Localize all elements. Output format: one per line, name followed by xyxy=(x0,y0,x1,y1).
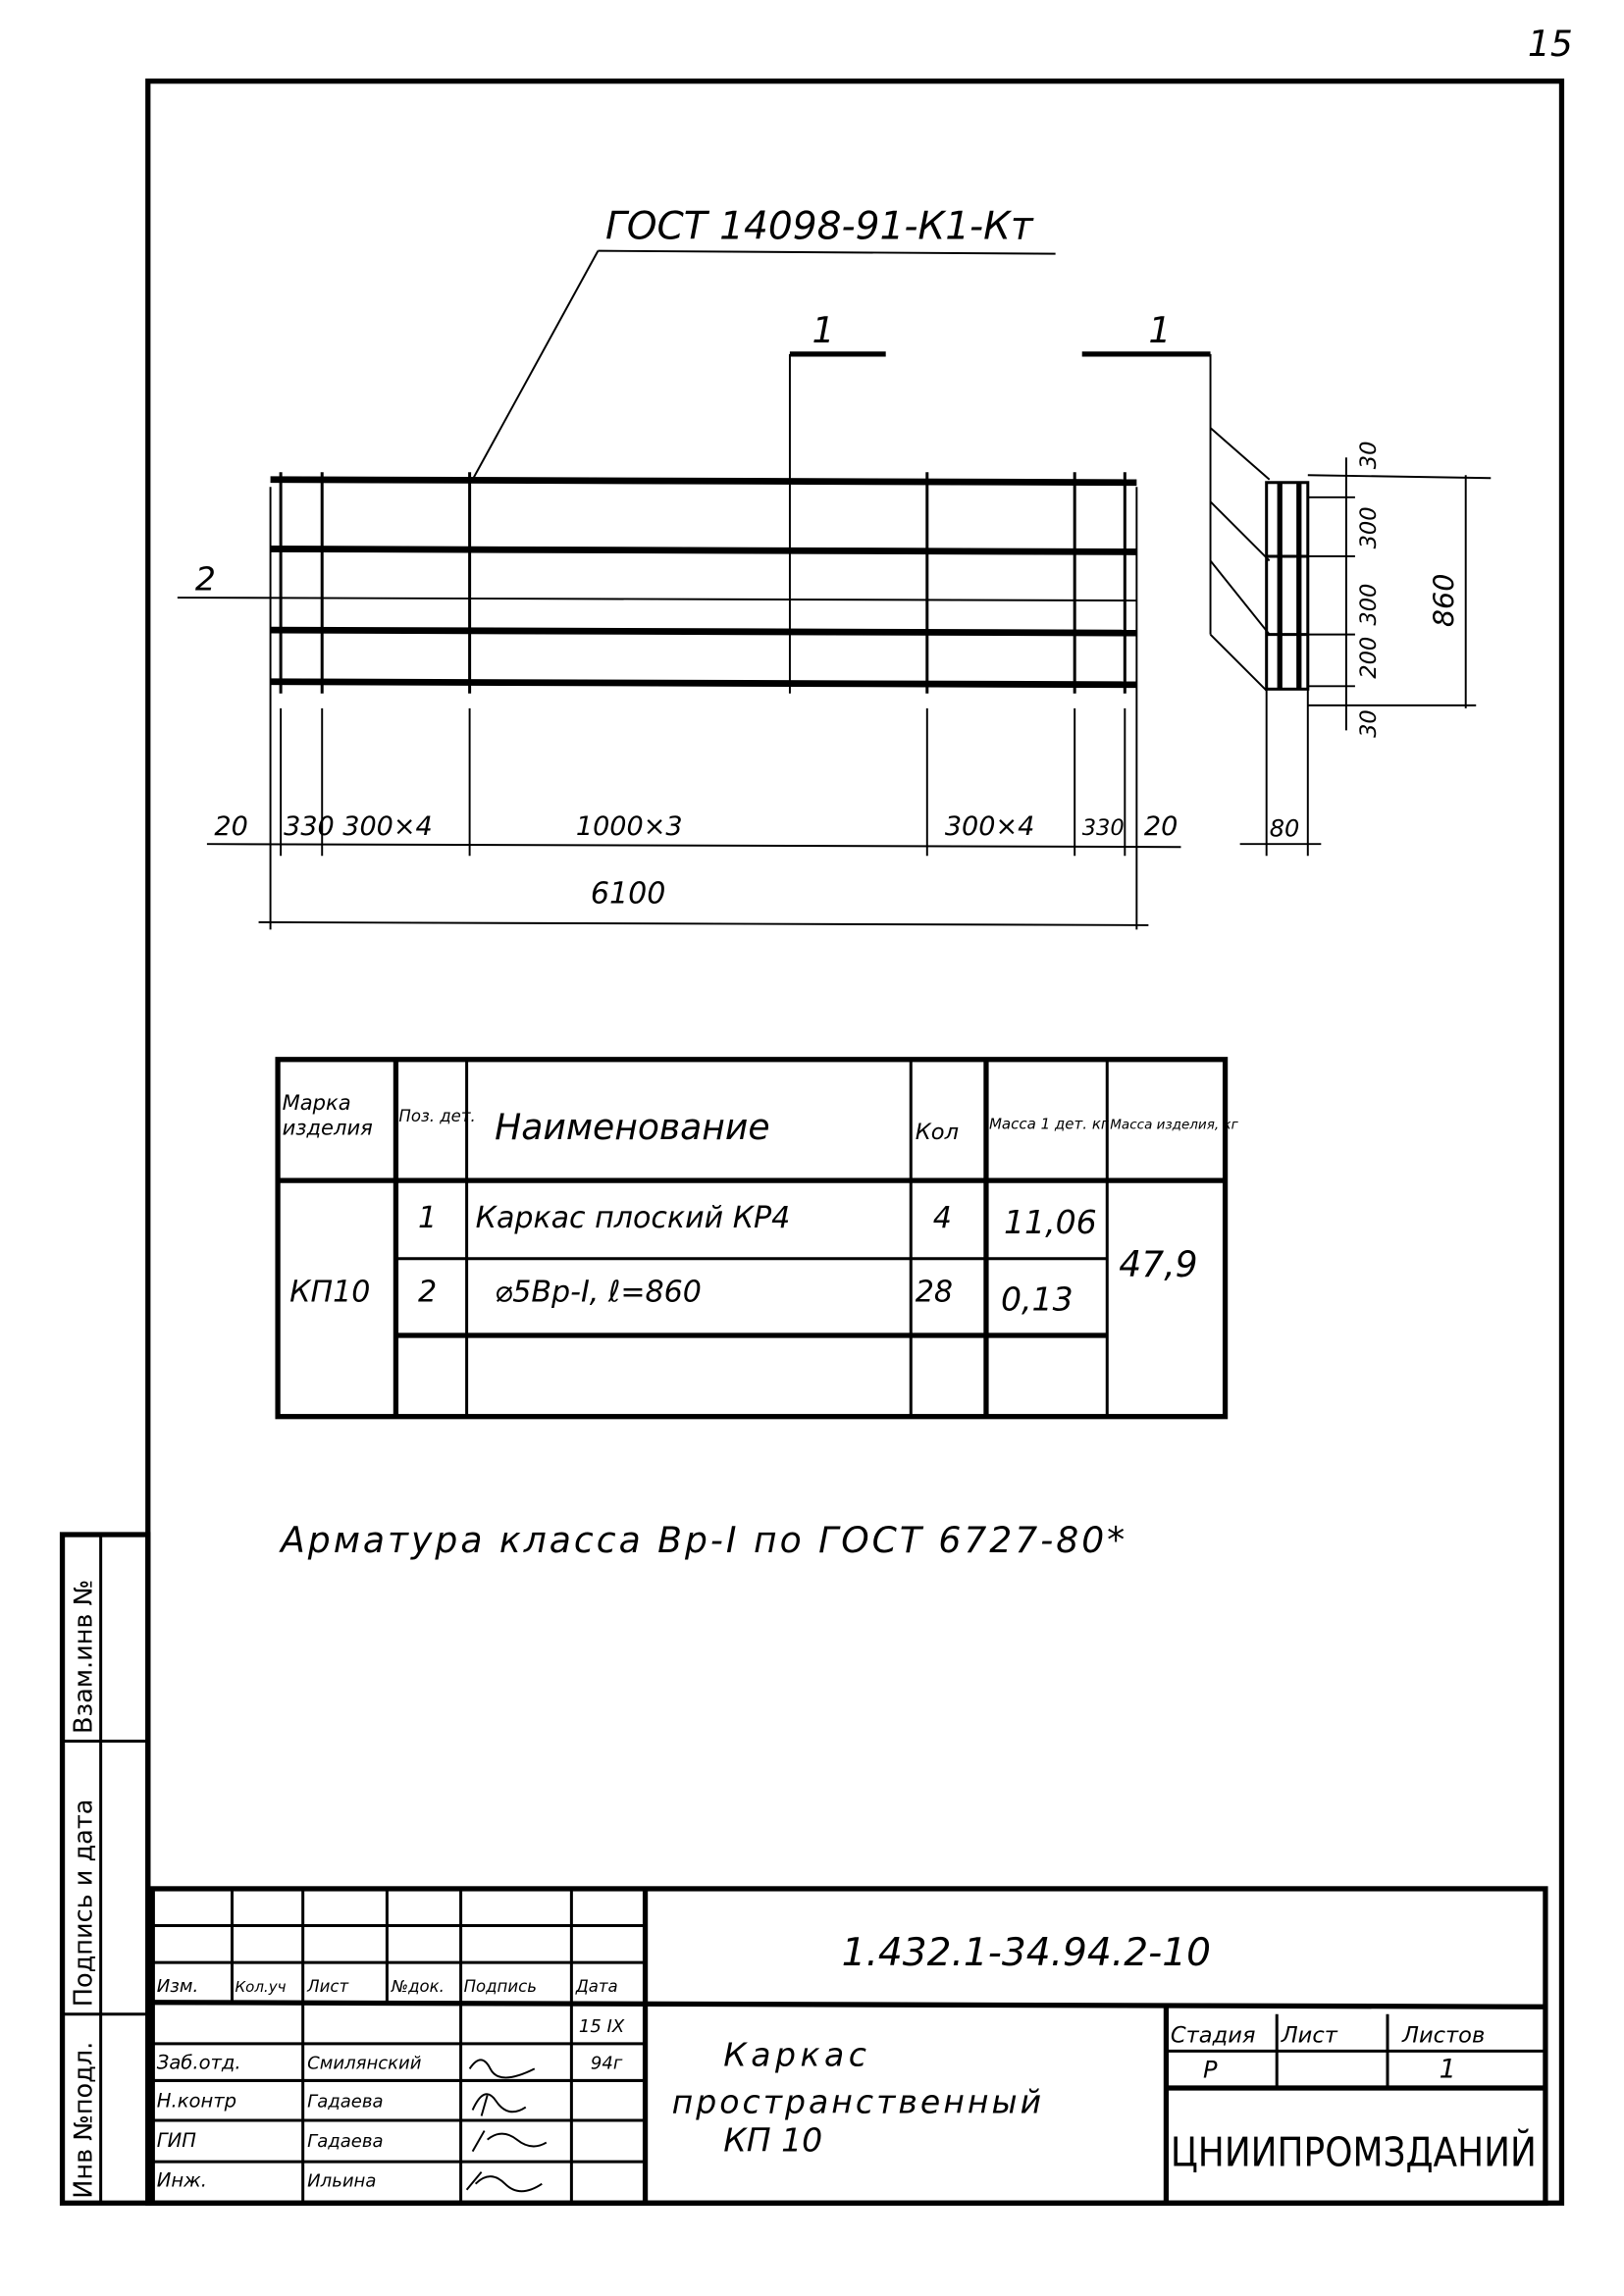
header-qty: Кол xyxy=(916,1120,959,1145)
section-dim-5: 30 xyxy=(1356,709,1382,738)
col-signature: Подпись xyxy=(464,1977,537,1996)
header-mark: Марка изделия xyxy=(282,1091,373,1141)
sheet-number: 15 xyxy=(1528,24,1573,65)
col-date: Дата xyxy=(575,1977,618,1996)
name-4: Ильина xyxy=(307,2171,376,2192)
dim-7: 20 xyxy=(1144,811,1178,842)
side-stamp: Взам.инв № Подпись и дата Инв №подл. xyxy=(59,1532,151,2206)
dim-total: 6100 xyxy=(591,876,666,911)
section-dim-4: 200 xyxy=(1356,637,1382,679)
reinforcement-note: Арматура класса Вр-I по ГОСТ 6727-80* xyxy=(279,1520,1127,1561)
dim-1: 20 xyxy=(214,811,247,842)
spec-table: Марка изделия Поз. дет. Наименование Кол… xyxy=(275,1057,1239,1420)
dim-4: 1000×3 xyxy=(576,811,683,842)
dim-3: 300×4 xyxy=(342,811,433,842)
section-mark-right: 1 xyxy=(1148,310,1171,351)
stage-value: Р xyxy=(1203,2056,1218,2083)
header-total-mass: Масса изделия, кг xyxy=(1110,1117,1238,1132)
position-mark-2: 2 xyxy=(195,560,216,599)
sheets-label: Листов xyxy=(1401,2022,1485,2048)
row-1-qty: 4 xyxy=(933,1201,952,1235)
stage-label: Стадия xyxy=(1171,2022,1256,2048)
name-1: Смилянский xyxy=(307,2053,422,2073)
row-1-name: Каркас плоский КР4 xyxy=(476,1201,791,1235)
stamp-original-inv: Инв №подл. xyxy=(70,2042,99,2199)
leader-label: ГОСТ 14098-91-К1-Кт xyxy=(605,205,1034,249)
date-1: 15 IX xyxy=(579,2016,625,2037)
document-code: 1.432.1-34.94.2-10 xyxy=(842,1931,1211,1975)
row-2-name: ⌀5Вр-I, ℓ=860 xyxy=(495,1275,702,1309)
title-line-3: КП 10 xyxy=(723,2121,822,2160)
row-2-qty: 28 xyxy=(916,1275,953,1309)
header-pos: Поз. дет. xyxy=(398,1107,475,1125)
col-doc: №док. xyxy=(391,1977,445,1996)
section-width: 80 xyxy=(1270,815,1300,843)
sheet-label: Лист xyxy=(1281,2022,1338,2048)
title-line-1: Каркас xyxy=(723,2035,870,2073)
stamp-signature-date: Подпись и дата xyxy=(70,1800,99,2008)
col-sheet: Лист xyxy=(306,1977,349,1996)
role-2: Н.контр xyxy=(157,2090,236,2113)
col-change: Изм. xyxy=(157,1976,198,1997)
title-line-2: пространственный xyxy=(672,2083,1045,2121)
section-mark: 1 xyxy=(812,310,835,351)
name-3: Гадаева xyxy=(307,2131,383,2152)
row-2-pos: 2 xyxy=(418,1275,437,1309)
stamp-replacement: Взам.инв № xyxy=(70,1580,99,1734)
section-dim-2: 300 xyxy=(1356,506,1382,548)
row-1-pos: 1 xyxy=(418,1201,437,1235)
frame-elevation: 2 1 20 330 300×4 1000×3 300×4 330 20 610… xyxy=(177,310,1181,930)
role-4: Инж. xyxy=(157,2169,207,2192)
header-unit-mass: Масса 1 дет. кг xyxy=(989,1115,1109,1132)
section-view: 1 80 30 300 300 200 30 860 xyxy=(1081,310,1492,857)
leader-callout: ГОСТ 14098-91-К1-Кт xyxy=(471,205,1056,481)
section-dim-3: 300 xyxy=(1356,584,1382,626)
dim-6: 330 xyxy=(1082,815,1125,841)
section-dim-1: 30 xyxy=(1356,442,1382,470)
total-mass: 47,9 xyxy=(1119,1244,1197,1285)
signatures xyxy=(465,2059,548,2193)
col-qty: Кол.уч xyxy=(235,1978,286,1996)
product-mark: КП10 xyxy=(289,1275,370,1309)
name-2: Гадаева xyxy=(307,2092,383,2113)
section-height: 860 xyxy=(1428,574,1461,628)
organization: ЦНИИПРОМЗДАНИЙ xyxy=(1171,2129,1537,2176)
row-1-mass: 11,06 xyxy=(1004,1203,1097,1241)
dim-5: 300×4 xyxy=(945,811,1034,842)
dim-2: 330 xyxy=(284,811,335,842)
header-name: Наименование xyxy=(495,1107,769,1148)
row-2-mass: 0,13 xyxy=(1001,1279,1074,1318)
role-3: ГИП xyxy=(157,2129,197,2152)
role-1: Заб.отд. xyxy=(157,2051,241,2073)
title-block: Изм. Кол.уч Лист №док. Подпись Дата 15 I… xyxy=(149,1886,1548,2206)
date-2: 94г xyxy=(591,2053,623,2073)
sheets-value: 1 xyxy=(1440,2054,1456,2084)
